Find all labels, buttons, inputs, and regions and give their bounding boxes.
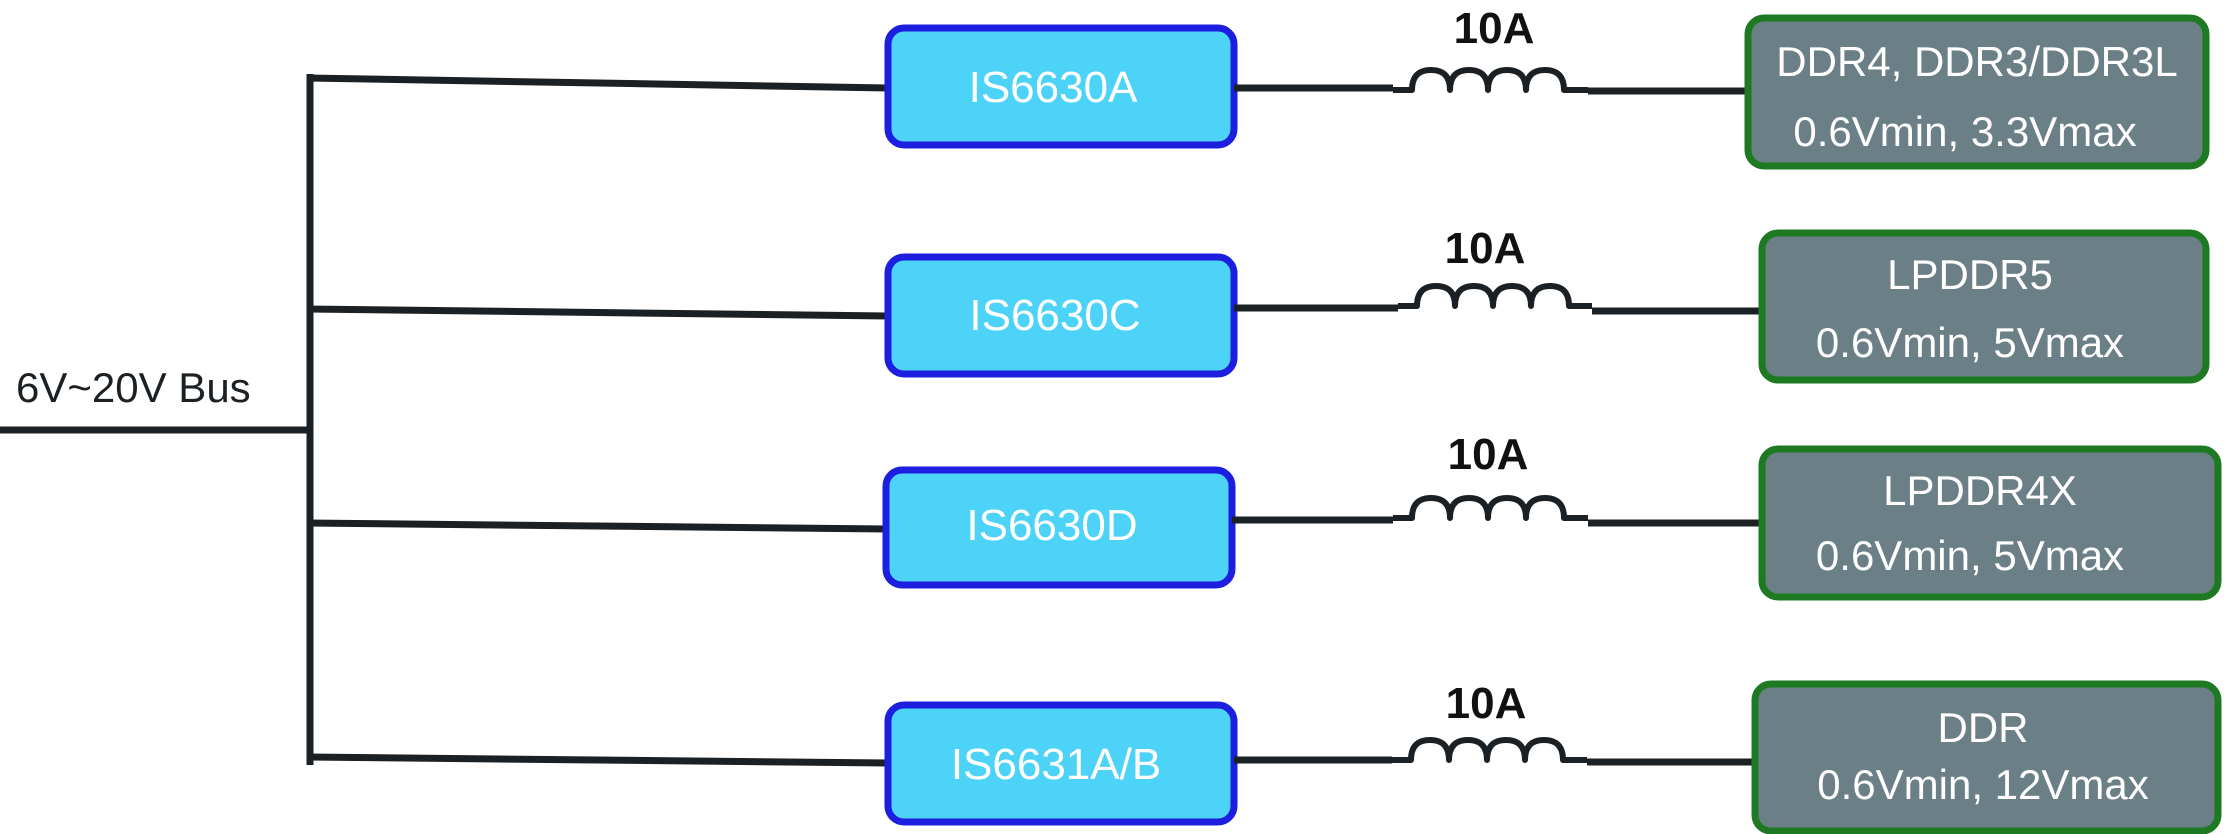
regulator-label-3: IS6630D	[966, 501, 1137, 550]
load-name-2: LPDDR5	[1887, 251, 2053, 298]
current-label-3: 10A	[1448, 430, 1529, 479]
channel-1: IS6630A 10A DDR4, DDR3/DDR3L 0.6Vmin, 3.…	[306, 4, 2210, 170]
bus-branch-4	[306, 753, 889, 767]
inductor-1	[1393, 67, 1588, 93]
regulator-label-2: IS6630C	[969, 291, 1140, 340]
current-label-2: 10A	[1445, 224, 1526, 273]
bus-branch-2	[306, 305, 889, 320]
load-box-4	[1751, 680, 2222, 834]
bus-branch-3	[306, 519, 889, 533]
load-name-3: LPDDR4X	[1883, 467, 2077, 514]
load-range-1: 0.6Vmin, 3.3Vmax	[1793, 108, 2136, 155]
bus-branch-1	[306, 74, 889, 92]
inductor-3	[1393, 495, 1588, 521]
regulator-label-4: IS6631A/B	[951, 740, 1161, 789]
regulator-label-1: IS6630A	[969, 63, 1138, 112]
current-label-1: 10A	[1454, 4, 1535, 53]
channel-4: IS6631A/B 10A DDR 0.6Vmin, 12Vmax	[306, 679, 2222, 834]
regulator-box-3	[882, 466, 1236, 589]
load-box-1	[1744, 14, 2210, 170]
load-range-4: 0.6Vmin, 12Vmax	[1817, 761, 2149, 808]
inductor-4	[1392, 737, 1587, 763]
load-range-3: 0.6Vmin, 5Vmax	[1816, 532, 2124, 579]
load-range-2: 0.6Vmin, 5Vmax	[1816, 319, 2124, 366]
channel-3: IS6630D 10A LPDDR4X 0.6Vmin, 5Vmax	[306, 430, 2222, 601]
load-name-1: DDR4, DDR3/DDR3L	[1776, 38, 2177, 85]
load-box-3	[1758, 445, 2222, 601]
load-name-4: DDR	[1938, 704, 2029, 751]
load-box-2	[1758, 229, 2210, 384]
bus-label: 6V~20V Bus	[16, 364, 251, 411]
inductor-2	[1398, 283, 1592, 309]
current-label-4: 10A	[1446, 679, 1527, 728]
channel-2: IS6630C 10A LPDDR5 0.6Vmin, 5Vmax	[306, 224, 2210, 384]
regulator-box-2	[884, 253, 1238, 378]
